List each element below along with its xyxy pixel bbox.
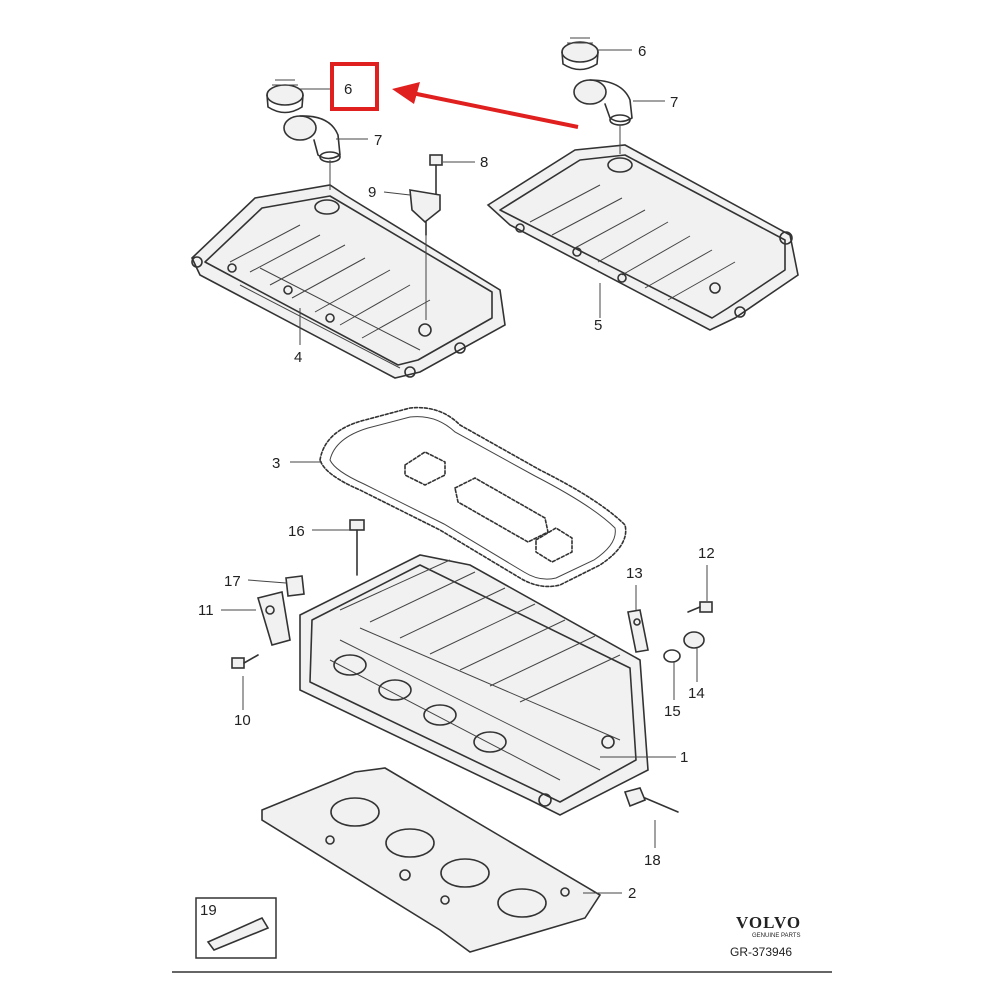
callout-19: 19 xyxy=(200,902,217,919)
callout-labels: 1 2 3 4 5 6 6 7 7 8 9 10 11 12 13 14 15 … xyxy=(198,43,715,902)
callout-6-highlighted: 6 xyxy=(344,81,352,98)
sensor-18 xyxy=(623,787,679,813)
plug-14 xyxy=(683,631,705,649)
callout-2: 2 xyxy=(628,885,636,902)
bolt-10 xyxy=(231,654,259,669)
callout-1: 1 xyxy=(680,749,688,766)
head-gasket xyxy=(261,767,602,953)
callout-17: 17 xyxy=(224,573,241,590)
bolt-16 xyxy=(349,519,365,576)
valve-cover-left xyxy=(191,184,506,379)
oil-cap-left xyxy=(266,79,304,114)
valve-cover-gasket xyxy=(319,406,627,588)
callout-9: 9 xyxy=(368,184,376,201)
callout-4: 4 xyxy=(294,349,302,366)
brand-logo: VOLVO xyxy=(736,913,801,932)
callout-7-left: 7 xyxy=(374,132,382,149)
highlight-arrow-shaft xyxy=(411,91,579,129)
valve-cover-right xyxy=(486,144,799,331)
sensor-9 xyxy=(409,189,441,320)
callout-11: 11 xyxy=(198,602,214,619)
callout-16: 16 xyxy=(288,523,305,540)
callout-6: 6 xyxy=(638,43,646,60)
cylinder-head xyxy=(299,554,649,816)
leader-lines xyxy=(221,49,708,894)
sealant-tube-icon xyxy=(206,916,270,951)
highlight-arrow-head xyxy=(392,82,420,104)
callout-15: 15 xyxy=(664,703,681,720)
callout-18: 18 xyxy=(644,852,661,869)
drawing-code: GR-373946 xyxy=(730,945,792,959)
plug-17 xyxy=(285,575,305,597)
callout-14: 14 xyxy=(688,685,705,702)
branding: VOLVO GENUINE PARTS GR-373946 xyxy=(730,913,801,959)
callout-12: 12 xyxy=(698,545,715,562)
callout-7-right: 7 xyxy=(670,94,678,111)
highlight-box xyxy=(330,62,379,111)
inset-19: 19 xyxy=(195,897,277,959)
bracket-13 xyxy=(627,609,649,653)
oil-cap-right xyxy=(561,37,599,71)
oil-neck-left xyxy=(283,115,341,163)
callout-8: 8 xyxy=(480,154,488,171)
callout-13: 13 xyxy=(626,565,643,582)
bolt-12 xyxy=(687,601,713,613)
highlight-annotation xyxy=(330,62,579,129)
callout-3: 3 xyxy=(272,455,280,472)
bolt-8 xyxy=(429,154,443,196)
brand-sub: GENUINE PARTS xyxy=(752,933,800,939)
callout-5: 5 xyxy=(594,317,602,334)
bracket-11 xyxy=(256,591,291,646)
callout-10: 10 xyxy=(234,712,251,729)
washer-15 xyxy=(663,649,681,663)
oil-neck-right xyxy=(573,79,633,126)
